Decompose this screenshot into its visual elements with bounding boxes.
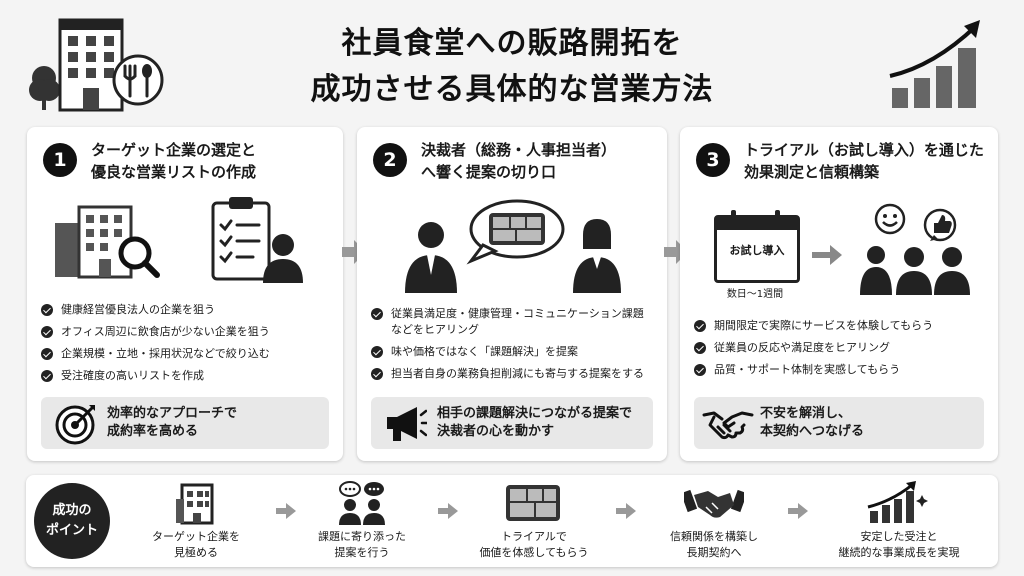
handshake-icon	[684, 485, 744, 521]
people-chat-icon	[334, 479, 390, 527]
target-dart-icon	[55, 403, 97, 445]
callout-box: 効率的なアプローチで 成約率を高める	[41, 397, 329, 449]
card-title: 決裁者（総務・人事担当者） へ響く提案の切り口	[421, 141, 617, 181]
building-search-icon	[53, 199, 163, 279]
header-growth-chart-icon	[884, 14, 994, 110]
callout-text: 不安を解消し、 本契約へつなげる	[760, 406, 865, 439]
handshake-icon	[702, 407, 754, 441]
card-title: ターゲット企業の選定と 優良な営業リストの作成	[91, 141, 257, 181]
megaphone-icon	[383, 405, 427, 443]
callout-box: 不安を解消し、 本契約へつなげる	[694, 397, 984, 449]
arrow-right-icon	[788, 503, 808, 519]
callout-text: 相手の課題解決につながる提案で 決裁者の心を動かす	[437, 406, 633, 439]
arrow-right-icon	[812, 245, 842, 265]
page-title-line2: 成功させる具体的な営業方法	[310, 72, 714, 107]
bullet-item: 期間限定で実際にサービスを体験してもらう	[694, 319, 933, 333]
bullet-item: 従業員の反応や満足度をヒアリング	[694, 341, 933, 355]
point-step-label: 安定した受注と継続的な事業成長を実現	[838, 530, 960, 559]
bullet-item: 従業員満足度・健康管理・コミュニケーション課題	[371, 307, 644, 321]
arrow-right-icon	[616, 503, 636, 519]
calendar-icon: お試し導入	[714, 210, 800, 283]
step-number-badge: 2	[373, 143, 407, 177]
card-trial-trust: 3 トライアル（お試し導入）を通じた 効果測定と信頼構築 お試し導入 数日〜1週…	[680, 127, 998, 461]
check-circle-icon	[41, 370, 53, 382]
check-circle-icon	[41, 304, 53, 316]
businesspeople-bento-icon	[397, 199, 637, 295]
bento-box-icon	[504, 483, 562, 523]
arrow-right-icon	[276, 503, 296, 519]
bullet-list: 期間限定で実際にサービスを体験してもらう 従業員の反応や満足度をヒアリング 品質…	[694, 319, 933, 385]
satisfied-employees-icon	[856, 201, 986, 297]
clipboard-person-icon	[207, 195, 307, 285]
bullet-item: 味や価格ではなく「課題解決」を提案	[371, 345, 644, 359]
point-step-label: トライアルで価値を体感してもらう	[479, 530, 589, 559]
bullet-item: 健康経営優良法人の企業を狙う	[41, 303, 270, 317]
bullet-item: 企業規模・立地・採用状況などで絞り込む	[41, 347, 270, 361]
step-number-badge: 1	[43, 143, 77, 177]
calendar-label: お試し導入	[729, 244, 785, 257]
success-points-badge: 成功の ポイント	[34, 483, 110, 559]
card-proposal-approach: 2 決裁者（総務・人事担当者） へ響く提案の切り口 従業員満足度・健康管理・コミ	[357, 127, 667, 461]
callout-box: 相手の課題解決につながる提案で 決裁者の心を動かす	[371, 397, 653, 449]
check-circle-icon	[694, 320, 706, 332]
check-circle-icon	[41, 326, 53, 338]
point-step-label: 信頼関係を構築し長期契約へ	[670, 530, 758, 559]
bullet-list: 健康経営優良法人の企業を狙う オフィス周辺に飲食店が少ない企業を狙う 企業規模・…	[41, 303, 270, 391]
building-icon	[174, 481, 218, 525]
arrow-right-icon	[438, 503, 458, 519]
check-circle-icon	[694, 342, 706, 354]
point-step-label: 課題に寄り添った提案を行う	[318, 530, 406, 559]
card-target-selection: 1 ターゲット企業の選定と 優良な営業リストの作成	[27, 127, 343, 461]
success-points-bar: 成功の ポイント ターゲット企業を見極める	[26, 475, 998, 567]
callout-text: 効率的なアプローチで 成約率を高める	[107, 406, 238, 439]
bullet-item: 担当者自身の業務負担削減にも寄与する提案をする	[371, 367, 644, 381]
bullet-list: 従業員満足度・健康管理・コミュニケーション課題 などをヒアリング 味や価格ではな…	[371, 307, 644, 389]
header-building-icon	[28, 16, 168, 112]
bullet-item-continuation: などをヒアリング	[391, 323, 479, 336]
check-circle-icon	[41, 348, 53, 360]
card-title: トライアル（お試し導入）を通じた 効果測定と信頼構築	[744, 141, 984, 181]
point-step-label: ターゲット企業を見極める	[152, 530, 240, 559]
step-number-badge: 3	[696, 143, 730, 177]
trial-duration-caption: 数日〜1週間	[726, 289, 784, 300]
check-circle-icon	[371, 346, 383, 358]
bullet-item: オフィス周辺に飲食店が少ない企業を狙う	[41, 325, 270, 339]
growth-chart-icon	[864, 479, 928, 525]
check-circle-icon	[371, 308, 383, 320]
check-circle-icon	[371, 368, 383, 380]
bullet-item: 受注確度の高いリストを作成	[41, 369, 270, 383]
page-title-line1: 社員食堂への販路開拓を	[341, 26, 683, 61]
bullet-item: 品質・サポート体制を実感してもらう	[694, 363, 933, 377]
check-circle-icon	[694, 364, 706, 376]
